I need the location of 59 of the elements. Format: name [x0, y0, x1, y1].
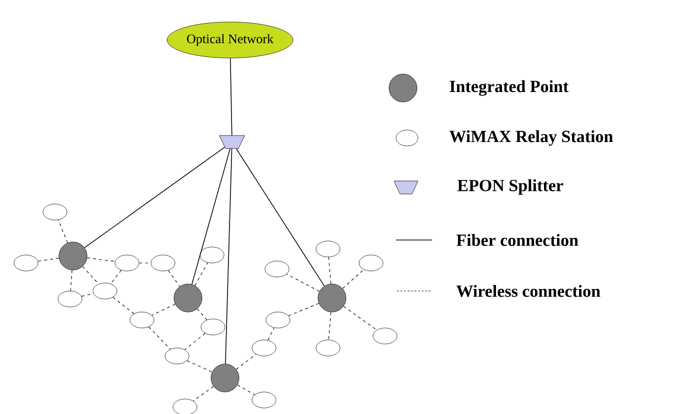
relay-station [200, 318, 226, 336]
fiber-link [236, 148, 325, 286]
relay-station [252, 340, 276, 356]
relay-station [42, 204, 68, 220]
integrated-point [318, 284, 346, 312]
wireless-link [193, 386, 214, 402]
relay-station [266, 312, 290, 328]
wireless-link [184, 332, 206, 350]
fiber-link [191, 148, 231, 285]
wireless-link [268, 327, 274, 341]
wireless-link [38, 258, 60, 262]
fiber-link [230, 58, 232, 136]
wireless-link [328, 312, 332, 340]
relay-station [58, 290, 82, 308]
legend-label: WiMAX Relay Station [449, 130, 613, 146]
wireless-link [196, 308, 208, 320]
relay-station [130, 312, 154, 328]
wireless-link [70, 270, 72, 292]
wireless-link [58, 220, 68, 244]
relay-station [92, 282, 118, 300]
wireless-link [86, 258, 116, 262]
relay-station [164, 348, 190, 364]
wireless-link [288, 303, 320, 316]
integrated-point [210, 364, 240, 392]
legend-label: Wireless connection [456, 284, 600, 297]
fiber-link [225, 148, 232, 364]
legend-label: Fiber connection [456, 234, 578, 246]
relay-station [200, 246, 224, 264]
relay-station [150, 254, 176, 272]
relay-station [316, 240, 340, 258]
wireless-link [236, 354, 256, 370]
wireless-link [194, 262, 208, 286]
wireless-link [286, 274, 320, 292]
relay-station [316, 340, 340, 356]
splitter-symbol [219, 135, 245, 149]
relay-station [372, 328, 398, 344]
integrated-point [174, 284, 202, 312]
wireless-link [186, 360, 212, 372]
relay-station [14, 254, 38, 272]
wireless-link [82, 266, 99, 284]
wireless-link [168, 270, 180, 287]
legend-label: EPON Splitter [458, 179, 564, 195]
wireless-link [148, 326, 171, 350]
relay-station [252, 392, 276, 408]
wireless-link [81, 293, 94, 297]
wireless-link [112, 296, 134, 314]
relay-station [172, 398, 198, 414]
wireless-link [152, 304, 176, 316]
wireless-link [110, 270, 122, 284]
wireless-link [328, 256, 332, 284]
wireless-link [343, 306, 377, 330]
wireless-link [237, 384, 255, 396]
relay-station [358, 254, 384, 272]
relay-station [114, 254, 140, 272]
fiber-link [84, 146, 226, 248]
integrated-point [58, 242, 88, 270]
legend-label: Integrated Point [450, 80, 569, 96]
wireless-link [342, 269, 364, 289]
relay-station [264, 260, 290, 278]
